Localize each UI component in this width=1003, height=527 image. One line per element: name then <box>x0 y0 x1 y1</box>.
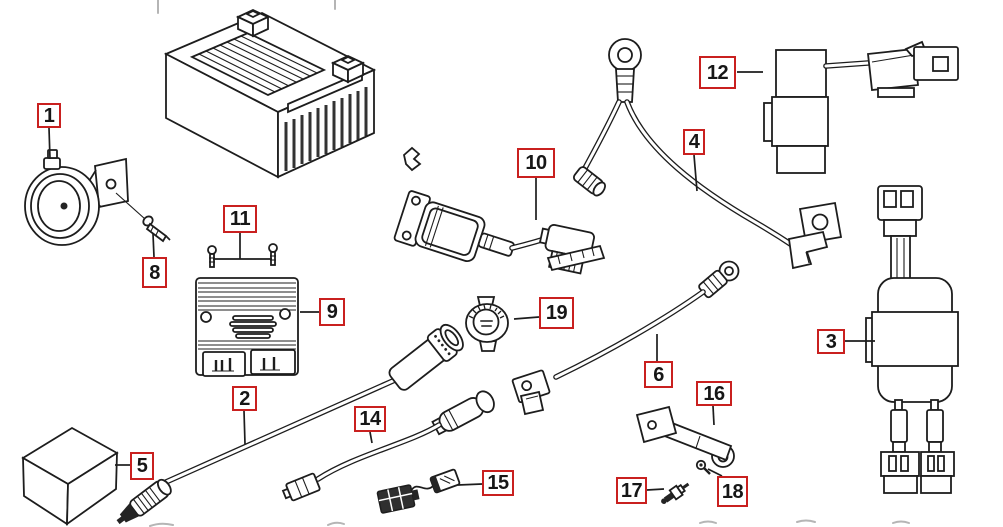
part-battery-cable <box>511 260 740 416</box>
battery-terminal-icon <box>330 55 366 84</box>
callout-10: 10 <box>517 148 555 178</box>
connector-icon <box>867 40 959 98</box>
callout-17: 17 <box>616 477 647 504</box>
callout-12: 12 <box>699 56 736 89</box>
part-ground-cable <box>572 38 843 270</box>
callout-3: 3 <box>817 329 845 354</box>
callout-leader-lines <box>48 71 875 491</box>
callout-14: 14 <box>354 406 386 432</box>
battery <box>163 9 377 179</box>
cable-clamp-icon <box>787 201 843 270</box>
part-connector-set <box>376 468 461 514</box>
part-main-wire-harness <box>116 323 464 525</box>
callout-2: 2 <box>232 386 257 411</box>
callout-16: 16 <box>696 381 732 406</box>
cropped-artifacts <box>149 0 910 527</box>
battery-terminal-icon <box>235 9 271 38</box>
callout-9: 9 <box>319 298 345 326</box>
callout-11: 11 <box>223 205 257 233</box>
callout-4: 4 <box>683 129 705 155</box>
part-mounting-bolts <box>207 243 278 268</box>
part-box <box>21 426 119 526</box>
part-screw <box>115 192 171 243</box>
callout-15: 15 <box>482 470 514 496</box>
part-bracket <box>635 405 735 468</box>
part-horn <box>24 149 129 246</box>
callout-6: 6 <box>644 361 673 388</box>
part-flange-bolt <box>695 459 711 475</box>
part-spark-plug <box>661 482 690 504</box>
part-relay-assembly <box>763 40 959 174</box>
callout-8: 8 <box>142 257 167 288</box>
callout-19: 19 <box>539 297 574 329</box>
part-lead-wire <box>281 390 495 502</box>
callout-18: 18 <box>717 476 748 507</box>
part-regulator-rectifier <box>195 277 299 377</box>
callout-5: 5 <box>130 452 154 480</box>
part-relay-unit <box>865 185 959 494</box>
part-ignition-coil <box>393 146 606 275</box>
callout-1: 1 <box>37 103 61 128</box>
part-cap <box>465 296 509 352</box>
